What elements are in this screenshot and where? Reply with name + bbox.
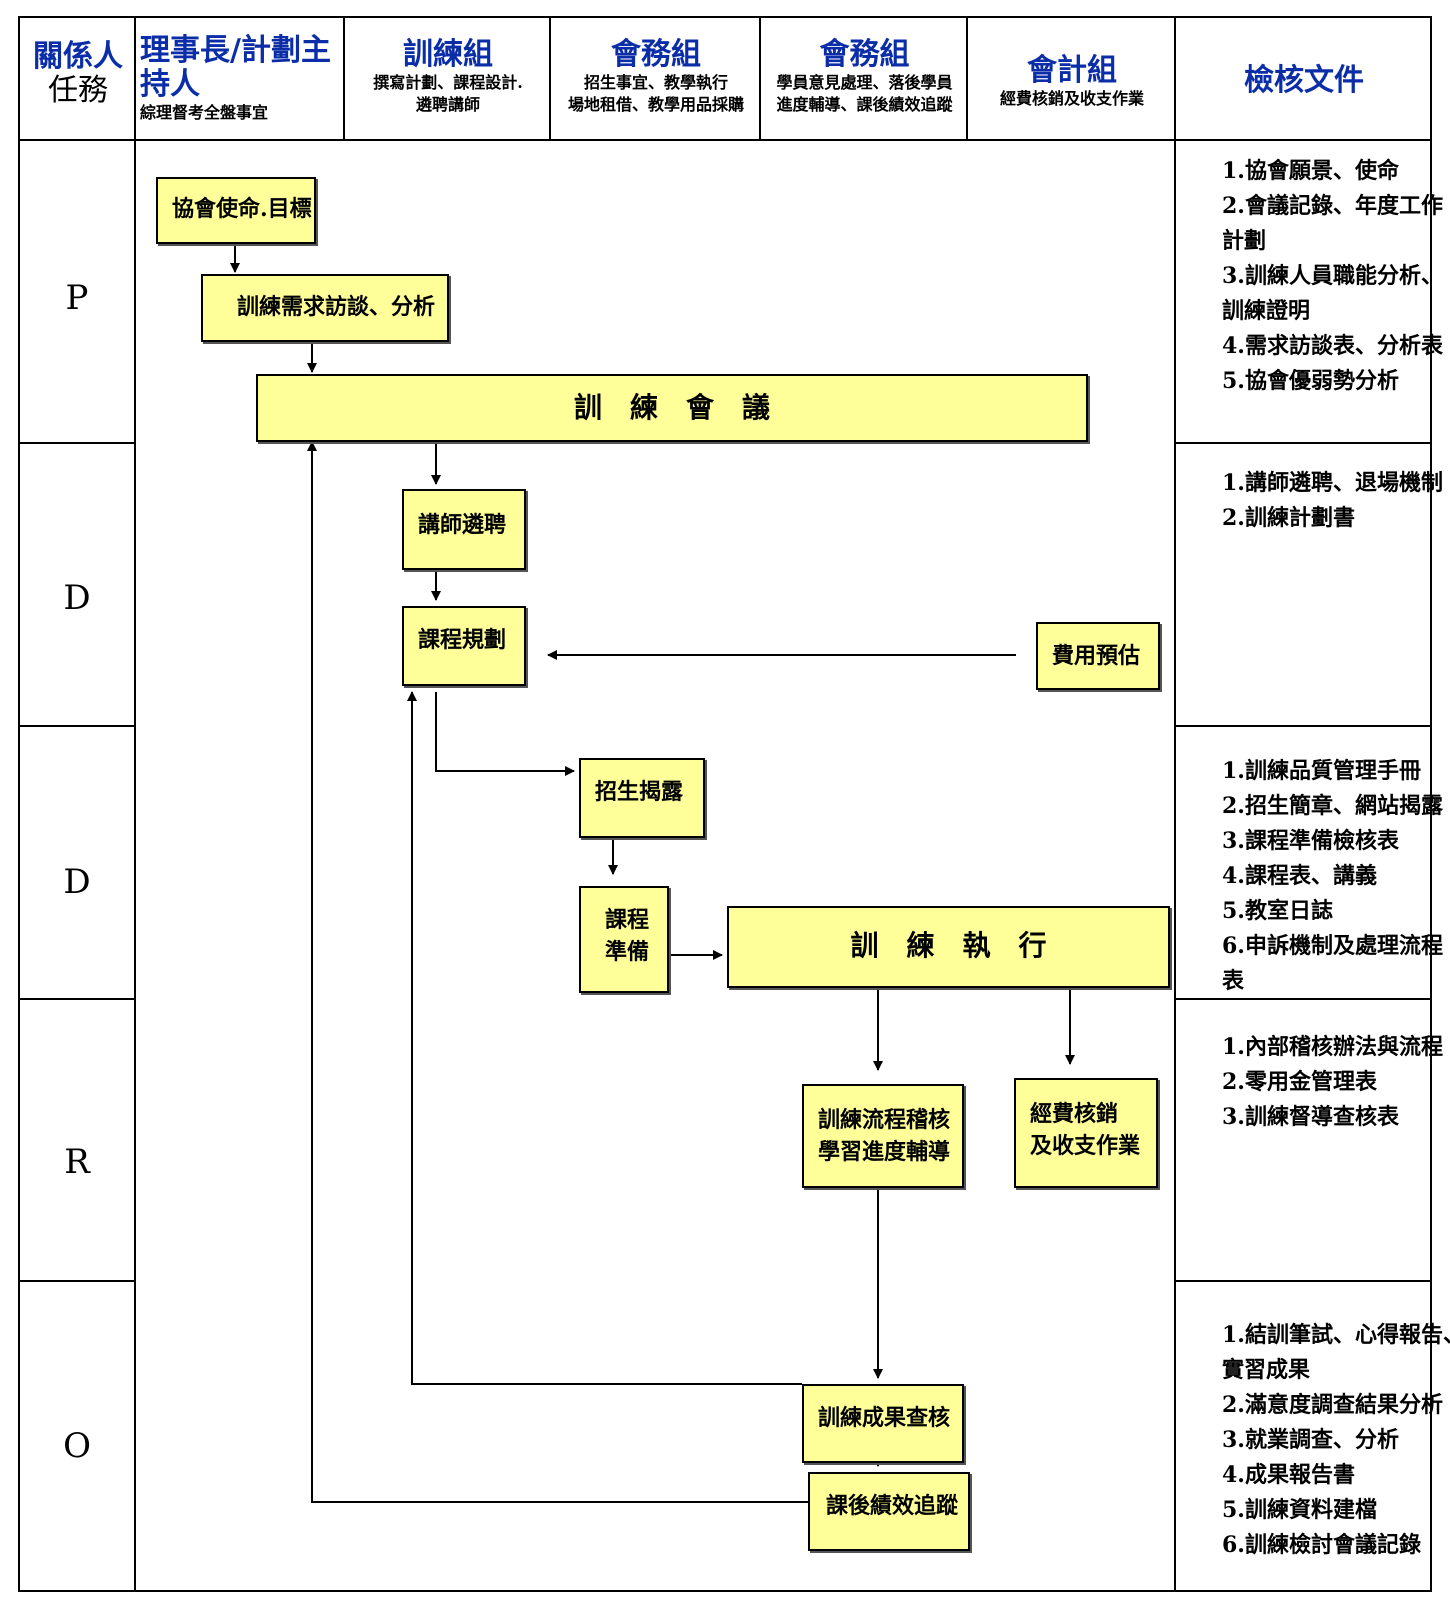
box-results-review-label: 訓練成果查核 — [818, 1405, 951, 1431]
box-process-audit-line-1: 訓練流程稽核 — [818, 1107, 951, 1133]
box-lecturer-hiring: 講師遴聘 — [402, 489, 526, 570]
process-table — [18, 16, 1432, 1592]
header-affairs-1-title: 會務組 — [611, 37, 701, 72]
header-affairs-group-1: 會務組 招生事宜、教學執行 場地租借、教學用品採購 — [551, 38, 761, 116]
header-training-title: 訓練組 — [403, 37, 493, 72]
box-recruitment-disclosure-label: 招生揭露 — [595, 779, 684, 805]
phase-d-2: D — [63, 862, 91, 902]
header-check-documents-title: 檢核文件 — [1244, 63, 1364, 98]
box-finance-settlement-line-1: 經費核銷 — [1030, 1101, 1119, 1127]
header-role: 關係人 — [33, 39, 123, 74]
box-mission-goal: 協會使命.目標 — [156, 177, 316, 244]
doc-item: 1.訓練品質管理手冊 — [1222, 758, 1421, 784]
header-chairman: 理事長/計劃主持人 綜理督考全盤事宜 — [140, 34, 344, 124]
doc-item: 2.訓練計劃書 — [1222, 505, 1355, 531]
header-affairs-1-duty-2: 場地租借、教學用品採購 — [567, 95, 744, 114]
phase-o: O — [63, 1426, 91, 1466]
header-accounting-duty: 經費核銷及收支作業 — [999, 89, 1144, 108]
doc-item: 計劃 — [1222, 228, 1267, 254]
box-training-meeting: 訓 練 會 議 — [256, 374, 1088, 442]
doc-item: 實習成果 — [1222, 1357, 1311, 1383]
header-chairman-duty: 綜理督考全盤事宜 — [140, 103, 269, 122]
header-task: 任務 — [48, 73, 108, 108]
box-process-audit-line-2: 學習進度輔導 — [818, 1139, 951, 1165]
box-mission-goal-label: 協會使命.目標 — [172, 196, 312, 222]
header-affairs-1-duty-1: 招生事宜、教學執行 — [583, 73, 728, 92]
box-course-planning-label: 課程規劃 — [418, 627, 507, 653]
header-training-group: 訓練組 撰寫計劃、課程設計. 遴聘講師 — [345, 38, 551, 116]
box-course-preparation-line-1: 課程 — [605, 907, 650, 933]
header-chairman-title: 理事長/計劃主持人 — [140, 33, 331, 102]
docs-do-1: 1.講師遴聘、退場機制 2.訓練計劃書 — [1222, 466, 1443, 536]
header-affairs-2-duty-1: 學員意見處理、落後學員 — [776, 73, 953, 92]
box-lecturer-hiring-label: 講師遴聘 — [418, 512, 507, 538]
box-process-audit: 訓練流程稽核 學習進度輔導 — [802, 1084, 964, 1188]
doc-item: 5.教室日誌 — [1222, 898, 1333, 924]
header-training-duty-1: 撰寫計劃、課程設計. — [373, 73, 523, 92]
box-training-execution: 訓 練 執 行 — [727, 906, 1170, 988]
doc-item: 2.滿意度調查結果分析 — [1222, 1392, 1443, 1418]
box-training-execution-label: 訓 練 執 行 — [850, 929, 1047, 962]
header-accounting-group: 會計組 經費核銷及收支作業 — [968, 54, 1176, 110]
doc-item: 1.協會願景、使命 — [1222, 158, 1399, 184]
box-results-review: 訓練成果查核 — [802, 1384, 964, 1463]
docs-do-2: 1.訓練品質管理手冊 2.招生簡章、網站揭露 3.課程準備檢核表 4.課程表、講… — [1222, 754, 1443, 999]
docs-outcome: 1.結訓筆試、心得報告、 實習成果 2.滿意度調查結果分析 3.就業調查、分析 … — [1222, 1318, 1450, 1563]
doc-item: 1.結訓筆試、心得報告、 — [1222, 1322, 1450, 1348]
box-finance-settlement: 經費核銷 及收支作業 — [1014, 1078, 1158, 1188]
box-recruitment-disclosure: 招生揭露 — [579, 758, 705, 838]
doc-item: 2.會議記錄、年度工作 — [1222, 193, 1443, 219]
doc-item: 2.零用金管理表 — [1222, 1069, 1377, 1095]
header-role-task: 關係人 任務 — [20, 40, 136, 108]
box-needs-analysis: 訓練需求訪談、分析 — [201, 274, 449, 342]
box-course-preparation-line-2: 準備 — [605, 939, 650, 965]
box-course-preparation: 課程 準備 — [579, 886, 669, 993]
doc-item: 5.訓練資料建檔 — [1222, 1497, 1377, 1523]
box-cost-estimate-label: 費用預估 — [1052, 643, 1141, 669]
docs-review: 1.內部稽核辦法與流程 2.零用金管理表 3.訓練督導查核表 — [1222, 1030, 1443, 1135]
doc-item: 訓練證明 — [1222, 298, 1311, 324]
header-affairs-2-title: 會務組 — [819, 37, 910, 72]
doc-item: 表 — [1222, 968, 1245, 994]
doc-item: 4.課程表、講義 — [1222, 863, 1377, 889]
doc-item: 3.訓練人員職能分析、 — [1222, 263, 1443, 289]
box-training-meeting-label: 訓 練 會 議 — [573, 391, 770, 424]
header-affairs-group-2: 會務組 學員意見處理、落後學員 進度輔導、課後績效追蹤 — [761, 38, 968, 116]
header-training-duty-2: 遴聘講師 — [415, 95, 480, 114]
phase-p: P — [65, 278, 89, 318]
doc-item: 4.成果報告書 — [1222, 1462, 1355, 1488]
box-cost-estimate: 費用預估 — [1036, 622, 1160, 690]
doc-item: 3.就業調查、分析 — [1222, 1427, 1399, 1453]
header-check-documents: 檢核文件 — [1176, 64, 1432, 98]
header-affairs-2-duty-2: 進度輔導、課後績效追蹤 — [776, 95, 953, 114]
doc-item: 3.課程準備檢核表 — [1222, 828, 1399, 854]
header-accounting-title: 會計組 — [1027, 53, 1117, 88]
box-performance-tracking-label: 課後績效追蹤 — [826, 1493, 959, 1519]
box-course-planning: 課程規劃 — [402, 606, 526, 686]
doc-item: 6.訓練檢討會議記錄 — [1222, 1532, 1421, 1558]
box-needs-analysis-label: 訓練需求訪談、分析 — [237, 294, 436, 320]
doc-item: 4.需求訪談表、分析表 — [1222, 333, 1443, 359]
doc-item: 2.招生簡章、網站揭露 — [1222, 793, 1443, 819]
phase-d-1: D — [63, 578, 91, 618]
doc-item: 5.協會優弱勢分析 — [1222, 368, 1399, 394]
doc-item: 1.內部稽核辦法與流程 — [1222, 1034, 1443, 1060]
doc-item: 3.訓練督導查核表 — [1222, 1104, 1399, 1130]
doc-item: 6.申訴機制及處理流程 — [1222, 933, 1443, 959]
doc-item: 1.講師遴聘、退場機制 — [1222, 470, 1443, 496]
docs-plan: 1.協會願景、使命 2.會議記錄、年度工作 計劃 3.訓練人員職能分析、 訓練證… — [1222, 154, 1443, 399]
phase-r: R — [64, 1142, 90, 1182]
box-finance-settlement-line-2: 及收支作業 — [1030, 1133, 1141, 1159]
box-performance-tracking: 課後績效追蹤 — [808, 1472, 970, 1551]
